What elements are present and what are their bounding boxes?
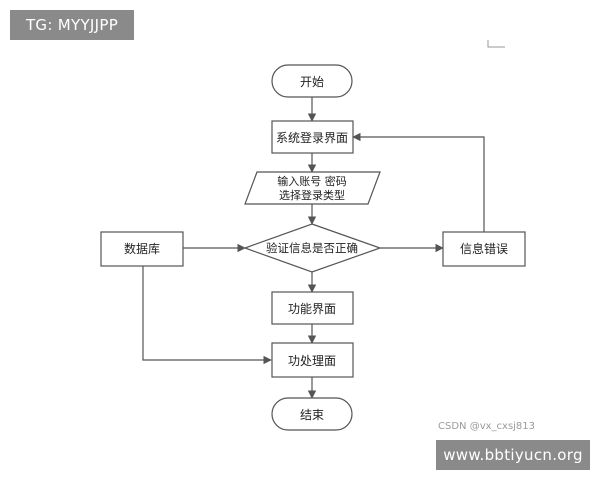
watermark-tag-top: TG: MYYJJPP xyxy=(10,10,134,40)
node-start-label: 开始 xyxy=(300,75,324,89)
edge-database-to-processing xyxy=(142,266,272,365)
node-login-page xyxy=(271,120,354,154)
watermark-csdn: CSDN @vx_cxsj813 xyxy=(438,421,536,432)
node-verify-label: 验证信息是否正确 xyxy=(266,241,358,255)
edge-error-to-login xyxy=(352,132,485,232)
node-error xyxy=(442,231,526,267)
node-verify xyxy=(243,223,382,273)
node-database-label: 数据库 xyxy=(124,241,160,256)
node-end-label: 结束 xyxy=(300,408,324,422)
node-processing-page xyxy=(271,342,354,378)
node-input-label-line1: 输入账号 密码 xyxy=(277,174,347,188)
node-error-label: 信息错误 xyxy=(460,241,508,256)
node-start xyxy=(271,64,353,98)
node-database xyxy=(100,231,184,267)
node-input-label-line2: 选择登录类型 xyxy=(279,188,345,202)
node-function-page-label: 功能界面 xyxy=(288,302,336,316)
node-end xyxy=(271,397,353,431)
node-processing-page-label: 功处理面 xyxy=(288,354,336,368)
node-function-page xyxy=(271,291,354,325)
watermark-tag-bottom: www.bbtiyucn.org xyxy=(436,440,590,470)
corner-mark xyxy=(487,40,505,48)
node-login-page-label: 系统登录界面 xyxy=(276,130,348,145)
node-input xyxy=(244,171,381,205)
